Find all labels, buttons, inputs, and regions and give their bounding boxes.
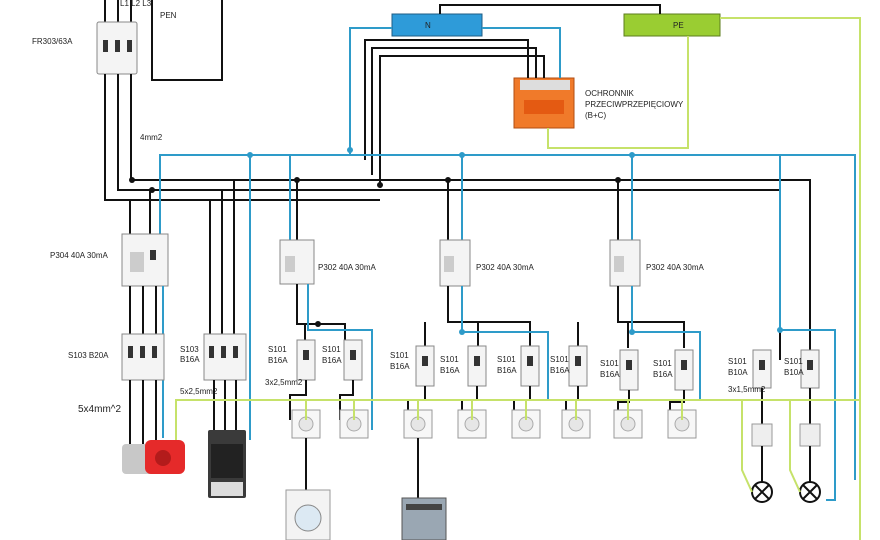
breaker-s103-b20a xyxy=(121,333,165,381)
main-breaker xyxy=(96,0,138,75)
g3-c-model: S101 xyxy=(653,359,672,368)
rcd-group-1-label: P302 40A 30mA xyxy=(318,263,376,272)
g3-c-rating: B16A xyxy=(653,370,673,379)
breaker-light-a xyxy=(752,349,772,389)
surge-label-2: PRZECIWPRZEPIĘCIOWY xyxy=(585,100,684,109)
g3-b-rating: B16A xyxy=(600,370,620,379)
washing-machine-icon xyxy=(285,489,331,540)
breaker-g2-c xyxy=(520,345,540,387)
g2-a-rating: B16A xyxy=(390,362,410,371)
g1-b-model: S101 xyxy=(322,345,341,354)
g3-a-model: S101 xyxy=(550,355,569,364)
breaker-s103-b16a xyxy=(203,333,247,381)
pe-busbar-label: PE xyxy=(673,21,684,30)
g1-b-rating: B16A xyxy=(322,356,342,365)
rcd-group-1 xyxy=(279,239,315,285)
cable-5x4-label: 5x4mm^2 xyxy=(78,404,121,415)
surge-label-1: OCHRONNIK xyxy=(585,89,635,98)
rcd-group-2 xyxy=(439,239,471,287)
breaker-light-b xyxy=(800,349,820,389)
neutral-busbar-label: N xyxy=(425,21,431,30)
industrial-socket-icon xyxy=(122,440,185,474)
lamp-icon xyxy=(751,481,773,503)
rcd-group-2-label: P302 40A 30mA xyxy=(476,263,534,272)
breaker-g2-b xyxy=(467,345,487,387)
breaker-g3-c xyxy=(674,349,694,391)
socket-icon xyxy=(339,409,369,439)
rcd-main xyxy=(121,233,169,287)
rcd-main-label: P304 40A 30mA xyxy=(50,251,108,260)
breaker-g3-a xyxy=(568,345,588,387)
lamp-icon xyxy=(799,481,821,503)
oven-icon xyxy=(208,430,246,498)
cable-oven-label: 5x2,5mm2 xyxy=(180,387,218,396)
breaker-g1-b xyxy=(343,339,363,381)
light-switch-icon xyxy=(751,423,773,447)
cable-lighting-label: 3x1,5mm2 xyxy=(728,385,766,394)
g3-a-rating: B16A xyxy=(550,366,570,375)
g2-c-rating: B16A xyxy=(497,366,517,375)
light-a-model: S101 xyxy=(728,357,747,366)
feeder-cable-label: 4mm2 xyxy=(140,133,163,142)
light-b-rating: B10A xyxy=(784,368,804,377)
g1-a-model: S101 xyxy=(268,345,287,354)
main-breaker-phase-labels: L1 L2 L3 xyxy=(120,0,152,8)
pen-label: PEN xyxy=(160,11,177,20)
g2-a-model: S101 xyxy=(390,351,409,360)
s103-b20a-label: S103 B20A xyxy=(68,351,109,360)
main-breaker-label: FR303/63A xyxy=(32,37,73,46)
g3-b-model: S101 xyxy=(600,359,619,368)
breaker-g1-a xyxy=(296,339,316,381)
surge-label-3: (B+C) xyxy=(585,111,606,120)
g2-c-model: S101 xyxy=(497,355,516,364)
pe-busbar xyxy=(623,13,721,37)
g2-b-model: S101 xyxy=(440,355,459,364)
cable-sockets-label: 3x2,5mm2 xyxy=(265,378,303,387)
rcd-group-3-label: P302 40A 30mA xyxy=(646,263,704,272)
g2-b-rating: B16A xyxy=(440,366,460,375)
s103-b16a-model: S103 xyxy=(180,345,199,354)
light-b-model: S101 xyxy=(784,357,803,366)
dishwasher-icon xyxy=(401,497,447,540)
light-switch-icon xyxy=(799,423,821,447)
g1-a-rating: B16A xyxy=(268,356,288,365)
light-a-rating: B10A xyxy=(728,368,748,377)
rcd-group-3 xyxy=(609,239,641,287)
breaker-g3-b xyxy=(619,349,639,391)
surge-protector xyxy=(513,77,575,129)
s103-b16a-rating: B16A xyxy=(180,355,200,364)
neutral-busbar xyxy=(391,13,483,37)
breaker-g2-a xyxy=(415,345,435,387)
